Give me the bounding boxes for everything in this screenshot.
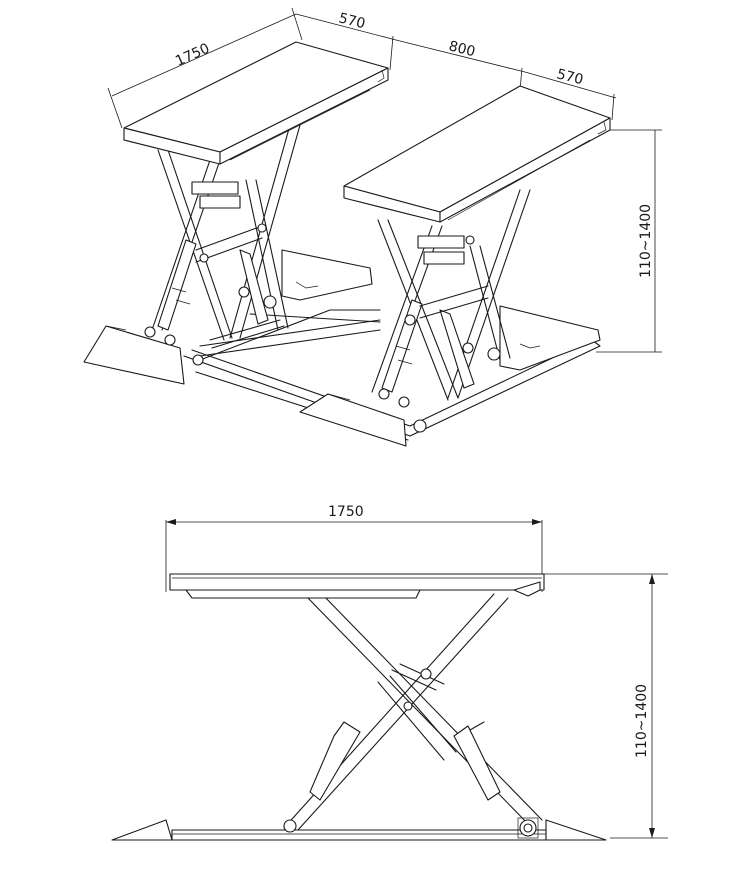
iso-platform-right xyxy=(343,85,611,223)
iso-ramp-right xyxy=(299,393,407,447)
iso-lift-view: 1750 570 800 570 110~1400 xyxy=(83,7,662,447)
dim-height-range-iso: 110~1400 xyxy=(638,204,654,278)
dim-platform-length: 1750 xyxy=(173,41,212,70)
dim-side-length: 1750 xyxy=(328,504,364,520)
iso-scissor-right xyxy=(371,189,531,433)
side-ramp-left xyxy=(111,819,173,841)
side-base xyxy=(171,829,547,841)
dim-platform-width-right: 570 xyxy=(555,66,585,88)
side-lift-view: 1750 110~1400 xyxy=(111,504,668,841)
dim-gap-between: 800 xyxy=(447,38,477,60)
dim-platform-width-left: 570 xyxy=(337,10,367,32)
iso-ramp-left xyxy=(83,325,185,385)
iso-base-frame xyxy=(183,249,601,441)
iso-scissor-left xyxy=(144,117,303,366)
side-dimensions: 1750 110~1400 xyxy=(165,504,668,839)
dim-side-height-range: 110~1400 xyxy=(634,684,650,758)
side-ramp-right xyxy=(545,819,607,841)
side-scissor-arms xyxy=(283,591,543,839)
side-platform xyxy=(169,573,545,599)
iso-platform-left xyxy=(123,41,389,165)
